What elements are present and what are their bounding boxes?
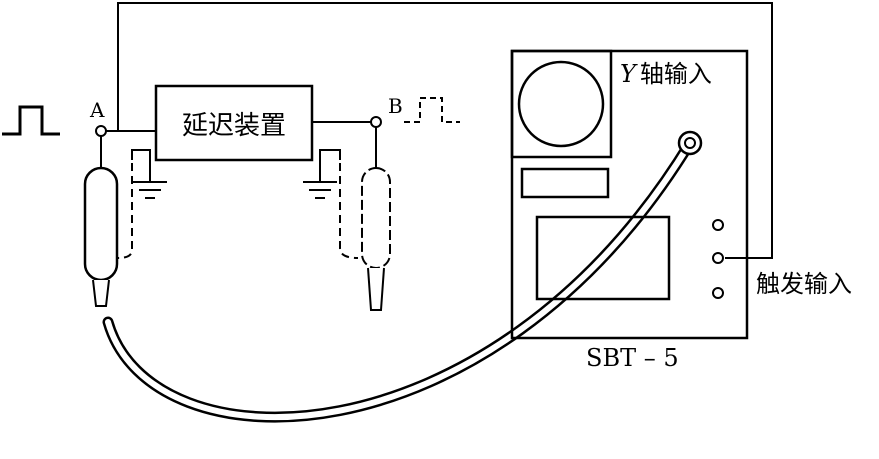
probe-cable [102,137,696,423]
input-pulse-waveform [2,105,60,136]
control-panel-small [520,167,610,199]
delay-device-label: 延迟装置 [182,111,286,141]
terminal-a [95,125,107,137]
screen-housing [510,49,613,159]
terminal-lower[interactable] [712,287,724,299]
probe-a [83,136,133,307]
terminal-b [370,116,382,128]
trigger-input-terminal[interactable] [712,252,724,264]
oscilloscope-body [510,49,749,340]
label-b: B [388,94,403,118]
probe-cable-inner [105,140,693,421]
control-panel-large [535,215,671,301]
crt-screen [517,60,605,148]
label-a: A [89,98,105,122]
y-input-jack[interactable] [677,130,703,156]
trigger-input-label: 触发输入 [756,270,852,298]
model-label: SBT – 5 [586,344,679,372]
probe-b [339,127,391,311]
terminal-upper[interactable] [712,219,724,231]
trigger-wire [117,2,773,259]
delayed-pulse-waveform [404,97,460,123]
